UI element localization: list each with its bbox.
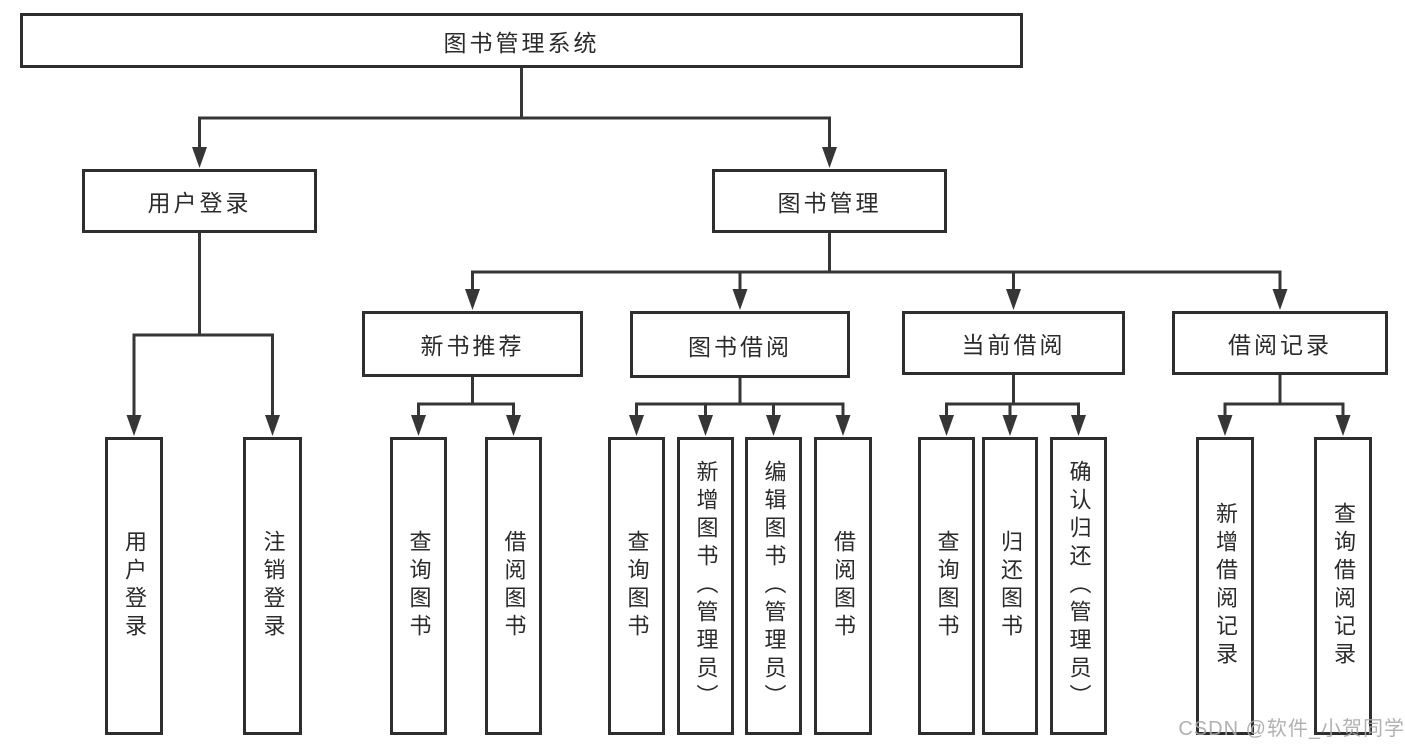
leaf-query-books-borrow: 查询图书 (608, 437, 665, 735)
arrowhead-icon (465, 289, 480, 310)
leaf-add-books-admin: 新增图书（管理员） (677, 437, 734, 735)
leaf-edit-books-admin-label: 编辑图书（管理员） (761, 460, 787, 712)
node-borrow-records: 借阅记录 (1172, 311, 1388, 375)
leaf-logout-label: 注销登录 (260, 530, 286, 642)
leaf-query-books-recommend: 查询图书 (390, 437, 447, 735)
arrowhead-icon (265, 415, 280, 436)
connector-current-borrow (939, 373, 1086, 436)
arrowhead-icon (1217, 415, 1233, 436)
leaf-user-login: 用户登录 (105, 437, 163, 735)
arrowhead-icon (1335, 415, 1351, 436)
arrowhead-icon (822, 147, 837, 168)
leaf-user-login-label: 用户登录 (122, 530, 147, 642)
connector-book-management (465, 231, 1288, 310)
leaf-query-books-current: 查询图书 (918, 437, 975, 735)
arrowhead-icon (766, 415, 781, 436)
arrowhead-icon (192, 147, 207, 168)
arrowhead-icon (698, 415, 713, 436)
leaf-logout: 注销登录 (243, 437, 302, 735)
leaf-confirm-return-admin-label: 确认归还（管理员） (1066, 460, 1092, 712)
node-book-borrow-label: 图书借阅 (688, 333, 792, 360)
leaf-borrow-books-recommend-label: 借阅图书 (501, 530, 527, 642)
leaf-query-borrow-record: 查询借阅记录 (1314, 437, 1372, 735)
leaf-add-borrow-record: 新增借阅记录 (1196, 437, 1254, 735)
arrowhead-icon (1272, 289, 1288, 310)
node-book-management: 图书管理 (712, 169, 947, 233)
connector-book-borrow (629, 376, 851, 436)
node-root-system-label: 图书管理系统 (443, 29, 600, 56)
node-current-borrow-label: 当前借阅 (961, 332, 1066, 358)
arrowhead-icon (835, 415, 851, 436)
leaf-borrow-books: 借阅图书 (814, 437, 872, 735)
leaf-confirm-return-admin: 确认归还（管理员） (1050, 437, 1107, 735)
node-new-book-recommend: 新书推荐 (362, 311, 583, 377)
connector-user-login (126, 231, 280, 436)
arrowhead-icon (732, 289, 748, 310)
connector-root (192, 66, 837, 168)
leaf-return-books: 归还图书 (982, 437, 1038, 735)
csdn-watermark: CSDN @软件_小贺同学 (1178, 718, 1405, 740)
leaf-query-books-recommend-label: 查询图书 (406, 530, 432, 642)
node-root-system: 图书管理系统 (20, 13, 1023, 68)
connector-borrow-records (1217, 373, 1351, 436)
node-book-management-label: 图书管理 (777, 190, 882, 216)
node-user-login: 用户登录 (82, 169, 317, 233)
arrowhead-icon (506, 415, 521, 436)
arrowhead-icon (126, 415, 142, 436)
arrowhead-icon (1002, 415, 1018, 436)
leaf-borrow-books-recommend: 借阅图书 (485, 437, 542, 735)
leaf-query-books-borrow-label: 查询图书 (624, 530, 650, 642)
leaf-query-books-current-label: 查询图书 (934, 530, 960, 642)
node-borrow-records-label: 借阅记录 (1228, 332, 1332, 358)
leaf-add-borrow-record-label: 新增借阅记录 (1213, 502, 1238, 670)
node-current-borrow: 当前借阅 (902, 311, 1125, 375)
node-user-login-label: 用户登录 (147, 190, 252, 216)
leaf-edit-books-admin: 编辑图书（管理员） (745, 437, 802, 735)
leaf-query-borrow-record-label: 查询借阅记录 (1331, 502, 1356, 670)
leaf-borrow-books-label: 借阅图书 (831, 530, 856, 642)
leaf-add-books-admin-label: 新增图书（管理员） (693, 460, 719, 712)
arrowhead-icon (629, 415, 644, 436)
arrowhead-icon (411, 415, 426, 436)
arrowhead-icon (939, 415, 954, 436)
connector-new-book (411, 375, 521, 436)
leaf-return-books-label: 归还图书 (998, 530, 1023, 642)
arrowhead-icon (1071, 415, 1086, 436)
arrowhead-icon (1006, 289, 1021, 310)
node-book-borrow: 图书借阅 (630, 311, 850, 378)
node-new-book-recommend-label: 新书推荐 (420, 333, 525, 359)
